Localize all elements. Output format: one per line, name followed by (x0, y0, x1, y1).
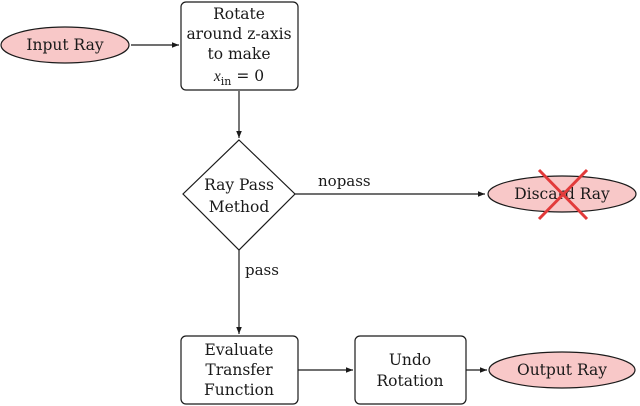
rotate-math-sub: in (221, 75, 232, 88)
undo-box (354, 335, 467, 405)
evaluate-line-3: Function (204, 381, 274, 399)
rotate-box (180, 1, 299, 91)
input-ray-label: Input Ray (26, 36, 103, 54)
rotate-math-var: x (213, 68, 221, 85)
ray-pass-line-1: Ray Pass (204, 176, 274, 194)
undo-node: Undo Rotation (354, 335, 467, 405)
output-ray-ellipse (488, 351, 636, 389)
rotate-math-rest: = 0 (231, 67, 264, 85)
rotate-math-line: xin = 0 (213, 67, 264, 88)
evaluate-line-1: Evaluate (205, 341, 274, 359)
discard-cross-icon (537, 168, 589, 221)
rotate-line-3: to make (208, 45, 271, 63)
edge-label-nopass: nopass (318, 172, 371, 190)
evaluate-node: Evaluate Transfer Function (180, 335, 299, 405)
input-ray-ellipse (0, 26, 130, 64)
output-ray-label: Output Ray (517, 361, 607, 379)
ray-pass-line-2: Method (209, 198, 270, 216)
input-ray-node: Input Ray (0, 26, 130, 64)
ray-pass-diamond (182, 139, 296, 251)
discard-ray-node: Discard Ray (487, 168, 637, 221)
undo-line-2: Rotation (377, 372, 444, 390)
evaluate-line-2: Transfer (205, 361, 273, 379)
rotate-line-2: around z-axis (186, 25, 291, 43)
evaluate-box (180, 335, 299, 405)
rotate-node: Rotate around z-axis to make xin = 0 (180, 1, 299, 91)
edge-label-pass: pass (245, 261, 279, 279)
undo-line-1: Undo (389, 351, 431, 369)
ray-pass-node: Ray Pass Method (182, 139, 296, 251)
output-ray-node: Output Ray (488, 351, 636, 389)
rotate-line-1: Rotate (213, 5, 265, 23)
